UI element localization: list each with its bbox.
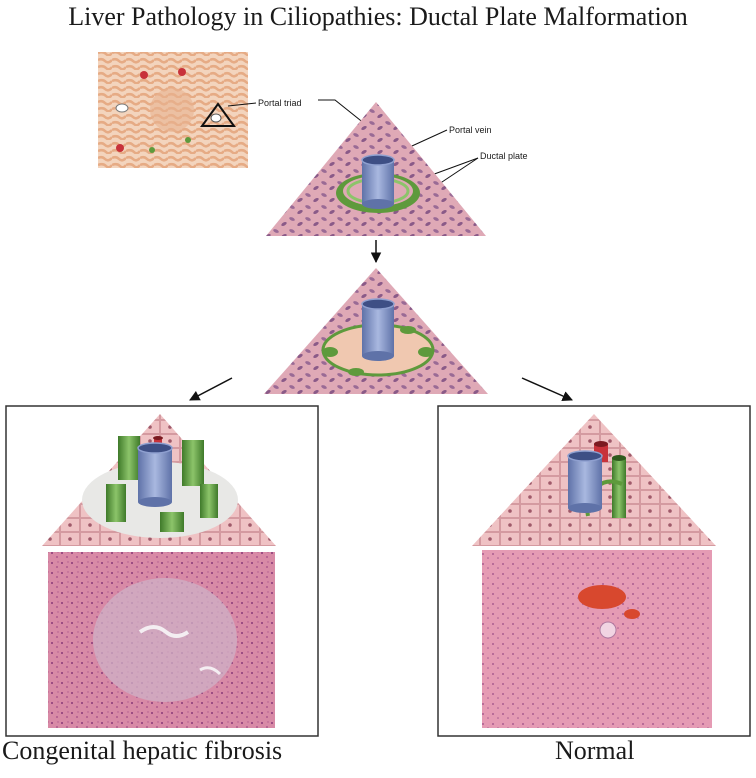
caption-normal: Normal: [555, 736, 635, 765]
chf-panel: [5, 405, 319, 737]
stage1-portal-triad: [266, 102, 486, 236]
normal-panel: [437, 405, 751, 737]
portal-vein-label: Portal vein: [449, 125, 492, 135]
portal-triad-label: Portal triad: [258, 98, 302, 108]
stage2-remodeling: [264, 268, 488, 394]
liver-lobule-inset: [98, 52, 248, 168]
figure-title: Liver Pathology in Ciliopathies: Ductal …: [68, 2, 688, 31]
caption-congenital-hepatic-fibrosis: Congenital hepatic fibrosis: [2, 736, 283, 765]
ductal-plate-label: Ductal plate: [480, 151, 528, 161]
